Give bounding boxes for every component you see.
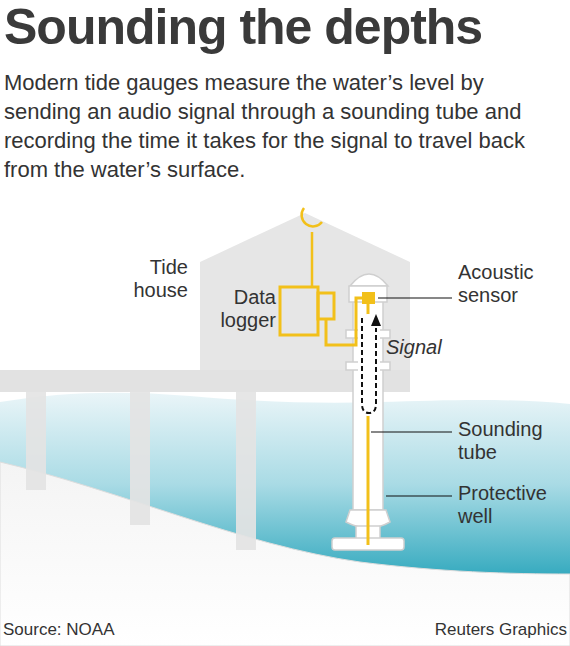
signal-arrowhead xyxy=(371,314,381,326)
protective-well xyxy=(332,274,404,550)
acoustic-sensor xyxy=(362,292,375,304)
pier-deck xyxy=(0,370,410,392)
part-label: Acoustic sensor xyxy=(458,261,566,307)
signal-ground xyxy=(358,314,380,416)
data-logger xyxy=(280,287,362,345)
signal-path xyxy=(362,318,376,413)
signal-label: Signal xyxy=(386,336,442,359)
credit-note: Reuters Graphics xyxy=(435,618,567,641)
leader-lines xyxy=(371,298,452,496)
title: Sounding the depths xyxy=(4,0,482,58)
caption: Modern tide gauges measure the water’s l… xyxy=(4,68,564,184)
part-label: Sounding tube xyxy=(458,418,566,464)
part-label: Data logger xyxy=(206,286,276,332)
seabed xyxy=(0,462,570,646)
part-label: Protective well xyxy=(458,482,566,528)
source-note: Source: NOAA xyxy=(3,618,115,641)
part-label: Tide house xyxy=(118,256,188,302)
antenna xyxy=(302,208,322,287)
pier-posts xyxy=(26,390,256,550)
